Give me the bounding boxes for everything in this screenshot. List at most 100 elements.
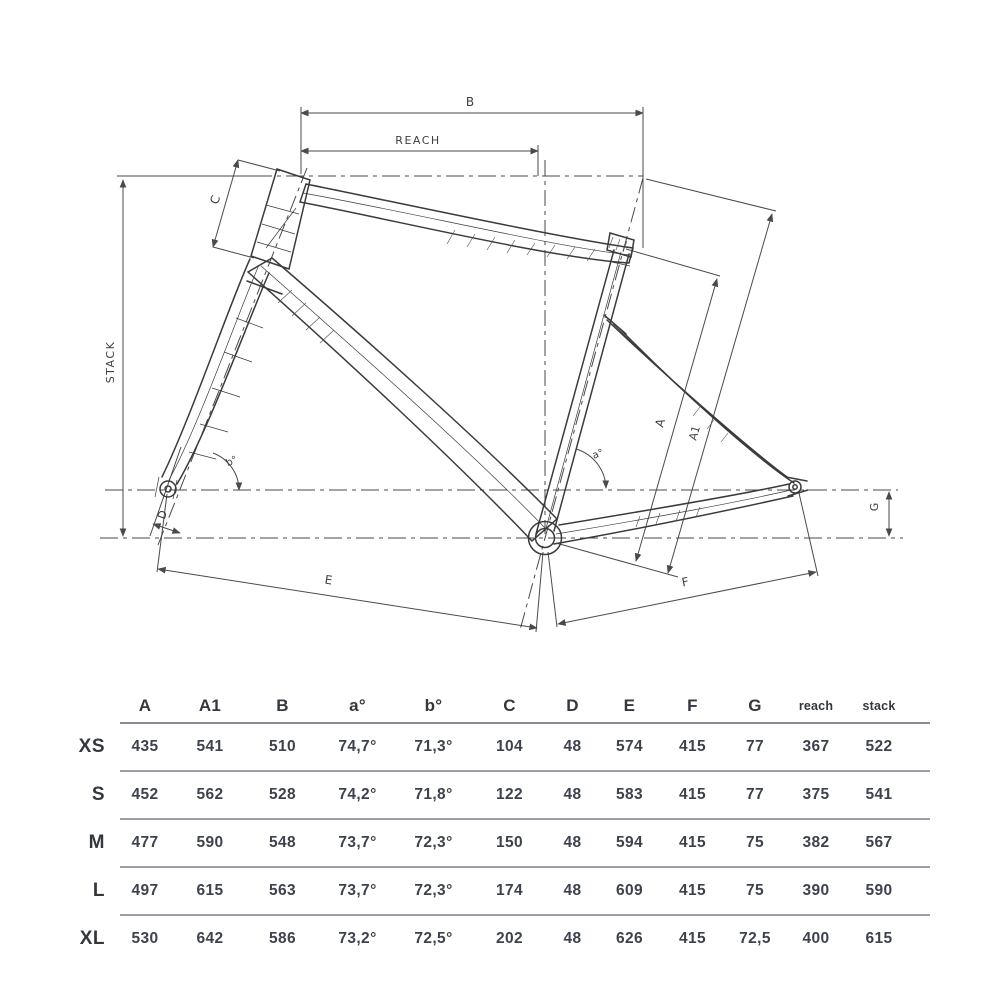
table-cell: 375 xyxy=(802,786,830,803)
size-label: L xyxy=(92,880,105,901)
dim-label-stack: STACK xyxy=(104,341,117,384)
column-header-stack: stack xyxy=(862,699,896,713)
table-cell: 77 xyxy=(745,738,765,755)
dim-label-e: E xyxy=(324,573,333,588)
table-cell: 563 xyxy=(268,882,297,899)
table-cell: 626 xyxy=(615,930,644,947)
table-cell: 590 xyxy=(865,882,893,899)
table-cell: 415 xyxy=(678,834,707,851)
column-header-B: B xyxy=(276,696,289,715)
table-cell: 382 xyxy=(802,834,830,851)
table-cell: 590 xyxy=(196,834,224,851)
table-cell: 400 xyxy=(802,930,830,947)
table-cell: 72,5° xyxy=(414,930,453,947)
dim-label-g: G xyxy=(868,503,881,512)
table-cell: 48 xyxy=(563,834,582,851)
table-cell: 642 xyxy=(196,930,224,947)
table-cell: 562 xyxy=(196,786,224,803)
table-cell: 541 xyxy=(196,738,224,755)
table-cell: 415 xyxy=(678,738,707,755)
table-row-m: M 477 590 548 73,7° 72,3° 150 48 594 415 75 382 567 xyxy=(60,820,940,866)
table-cell: 48 xyxy=(563,738,582,755)
column-header-C: C xyxy=(503,696,516,715)
table-cell: 75 xyxy=(745,834,765,851)
size-label: XS xyxy=(78,736,105,757)
dim-label-angle-b: b° xyxy=(224,454,239,469)
table-cell: 548 xyxy=(268,834,297,851)
table-cell: 615 xyxy=(865,930,893,947)
row-separator xyxy=(120,914,930,916)
table-cell: 73,2° xyxy=(338,930,377,947)
dimension-lines xyxy=(117,107,893,633)
header-spacer xyxy=(60,716,115,722)
table-cell: 74,2° xyxy=(338,786,377,803)
table-cell: 522 xyxy=(865,738,893,755)
dim-label-b: B xyxy=(466,95,474,109)
frame-inner-lines xyxy=(154,192,792,535)
table-cell: 71,8° xyxy=(414,786,453,803)
column-header-reach: reach xyxy=(798,699,834,713)
table-cell: 202 xyxy=(495,930,524,947)
reference-lines xyxy=(100,160,903,631)
table-cell: 74,7° xyxy=(338,738,377,755)
table-cell: 48 xyxy=(563,882,582,899)
dim-label-a: A xyxy=(652,416,668,429)
header-separator xyxy=(120,722,930,724)
hatch-ticks xyxy=(277,229,729,528)
table-cell: 77 xyxy=(745,786,765,803)
column-header-A1: A1 xyxy=(198,696,222,715)
frame-geometry-diagram: B REACH STACK C D A A1 E F G a° b° xyxy=(100,95,903,633)
column-header-G: G xyxy=(748,696,762,715)
table-cell: 122 xyxy=(495,786,524,803)
table-cell: 73,7° xyxy=(338,834,377,851)
dim-label-a1: A1 xyxy=(686,424,703,442)
table-cell: 530 xyxy=(131,930,159,947)
dim-label-d: D xyxy=(155,509,170,521)
column-header-A: A xyxy=(138,696,152,715)
table-cell: 75 xyxy=(745,882,765,899)
table-cell: 150 xyxy=(495,834,524,851)
size-label: S xyxy=(91,784,105,805)
table-cell: 48 xyxy=(563,786,582,803)
column-header-F: F xyxy=(687,696,698,715)
bike-frame-drawing xyxy=(159,168,809,556)
table-cell: 497 xyxy=(131,882,159,899)
table-cell: 586 xyxy=(268,930,297,947)
column-header-a: a° xyxy=(349,696,366,715)
table-cell: 72,3° xyxy=(414,834,453,851)
table-cell: 73,7° xyxy=(338,882,377,899)
table-cell: 574 xyxy=(615,738,644,755)
table-cell: 594 xyxy=(615,834,644,851)
table-cell: 477 xyxy=(131,834,159,851)
column-header-b: b° xyxy=(424,696,443,715)
table-cell: 415 xyxy=(678,882,707,899)
table-cell: 567 xyxy=(865,834,893,851)
table-cell: 104 xyxy=(495,738,524,755)
table-cell: 71,3° xyxy=(414,738,453,755)
table-cell: 390 xyxy=(802,882,830,899)
size-label: M xyxy=(88,832,105,853)
row-separator xyxy=(120,818,930,820)
table-cell: 174 xyxy=(495,882,524,899)
table-cell: 72,5 xyxy=(739,930,771,947)
size-label: XL xyxy=(79,928,105,949)
table-cell: 609 xyxy=(615,882,644,899)
table-cell: 541 xyxy=(865,786,893,803)
dim-label-c: C xyxy=(207,194,223,206)
row-separator xyxy=(120,866,930,868)
dim-label-reach: REACH xyxy=(395,134,440,147)
column-header-E: E xyxy=(623,696,636,715)
column-header-D: D xyxy=(566,696,579,715)
table-cell: 367 xyxy=(802,738,830,755)
table-cell: 583 xyxy=(615,786,644,803)
table-cell: 48 xyxy=(563,930,582,947)
table-cell: 615 xyxy=(196,882,224,899)
table-cell: 452 xyxy=(131,786,159,803)
dim-label-f: F xyxy=(681,575,691,590)
